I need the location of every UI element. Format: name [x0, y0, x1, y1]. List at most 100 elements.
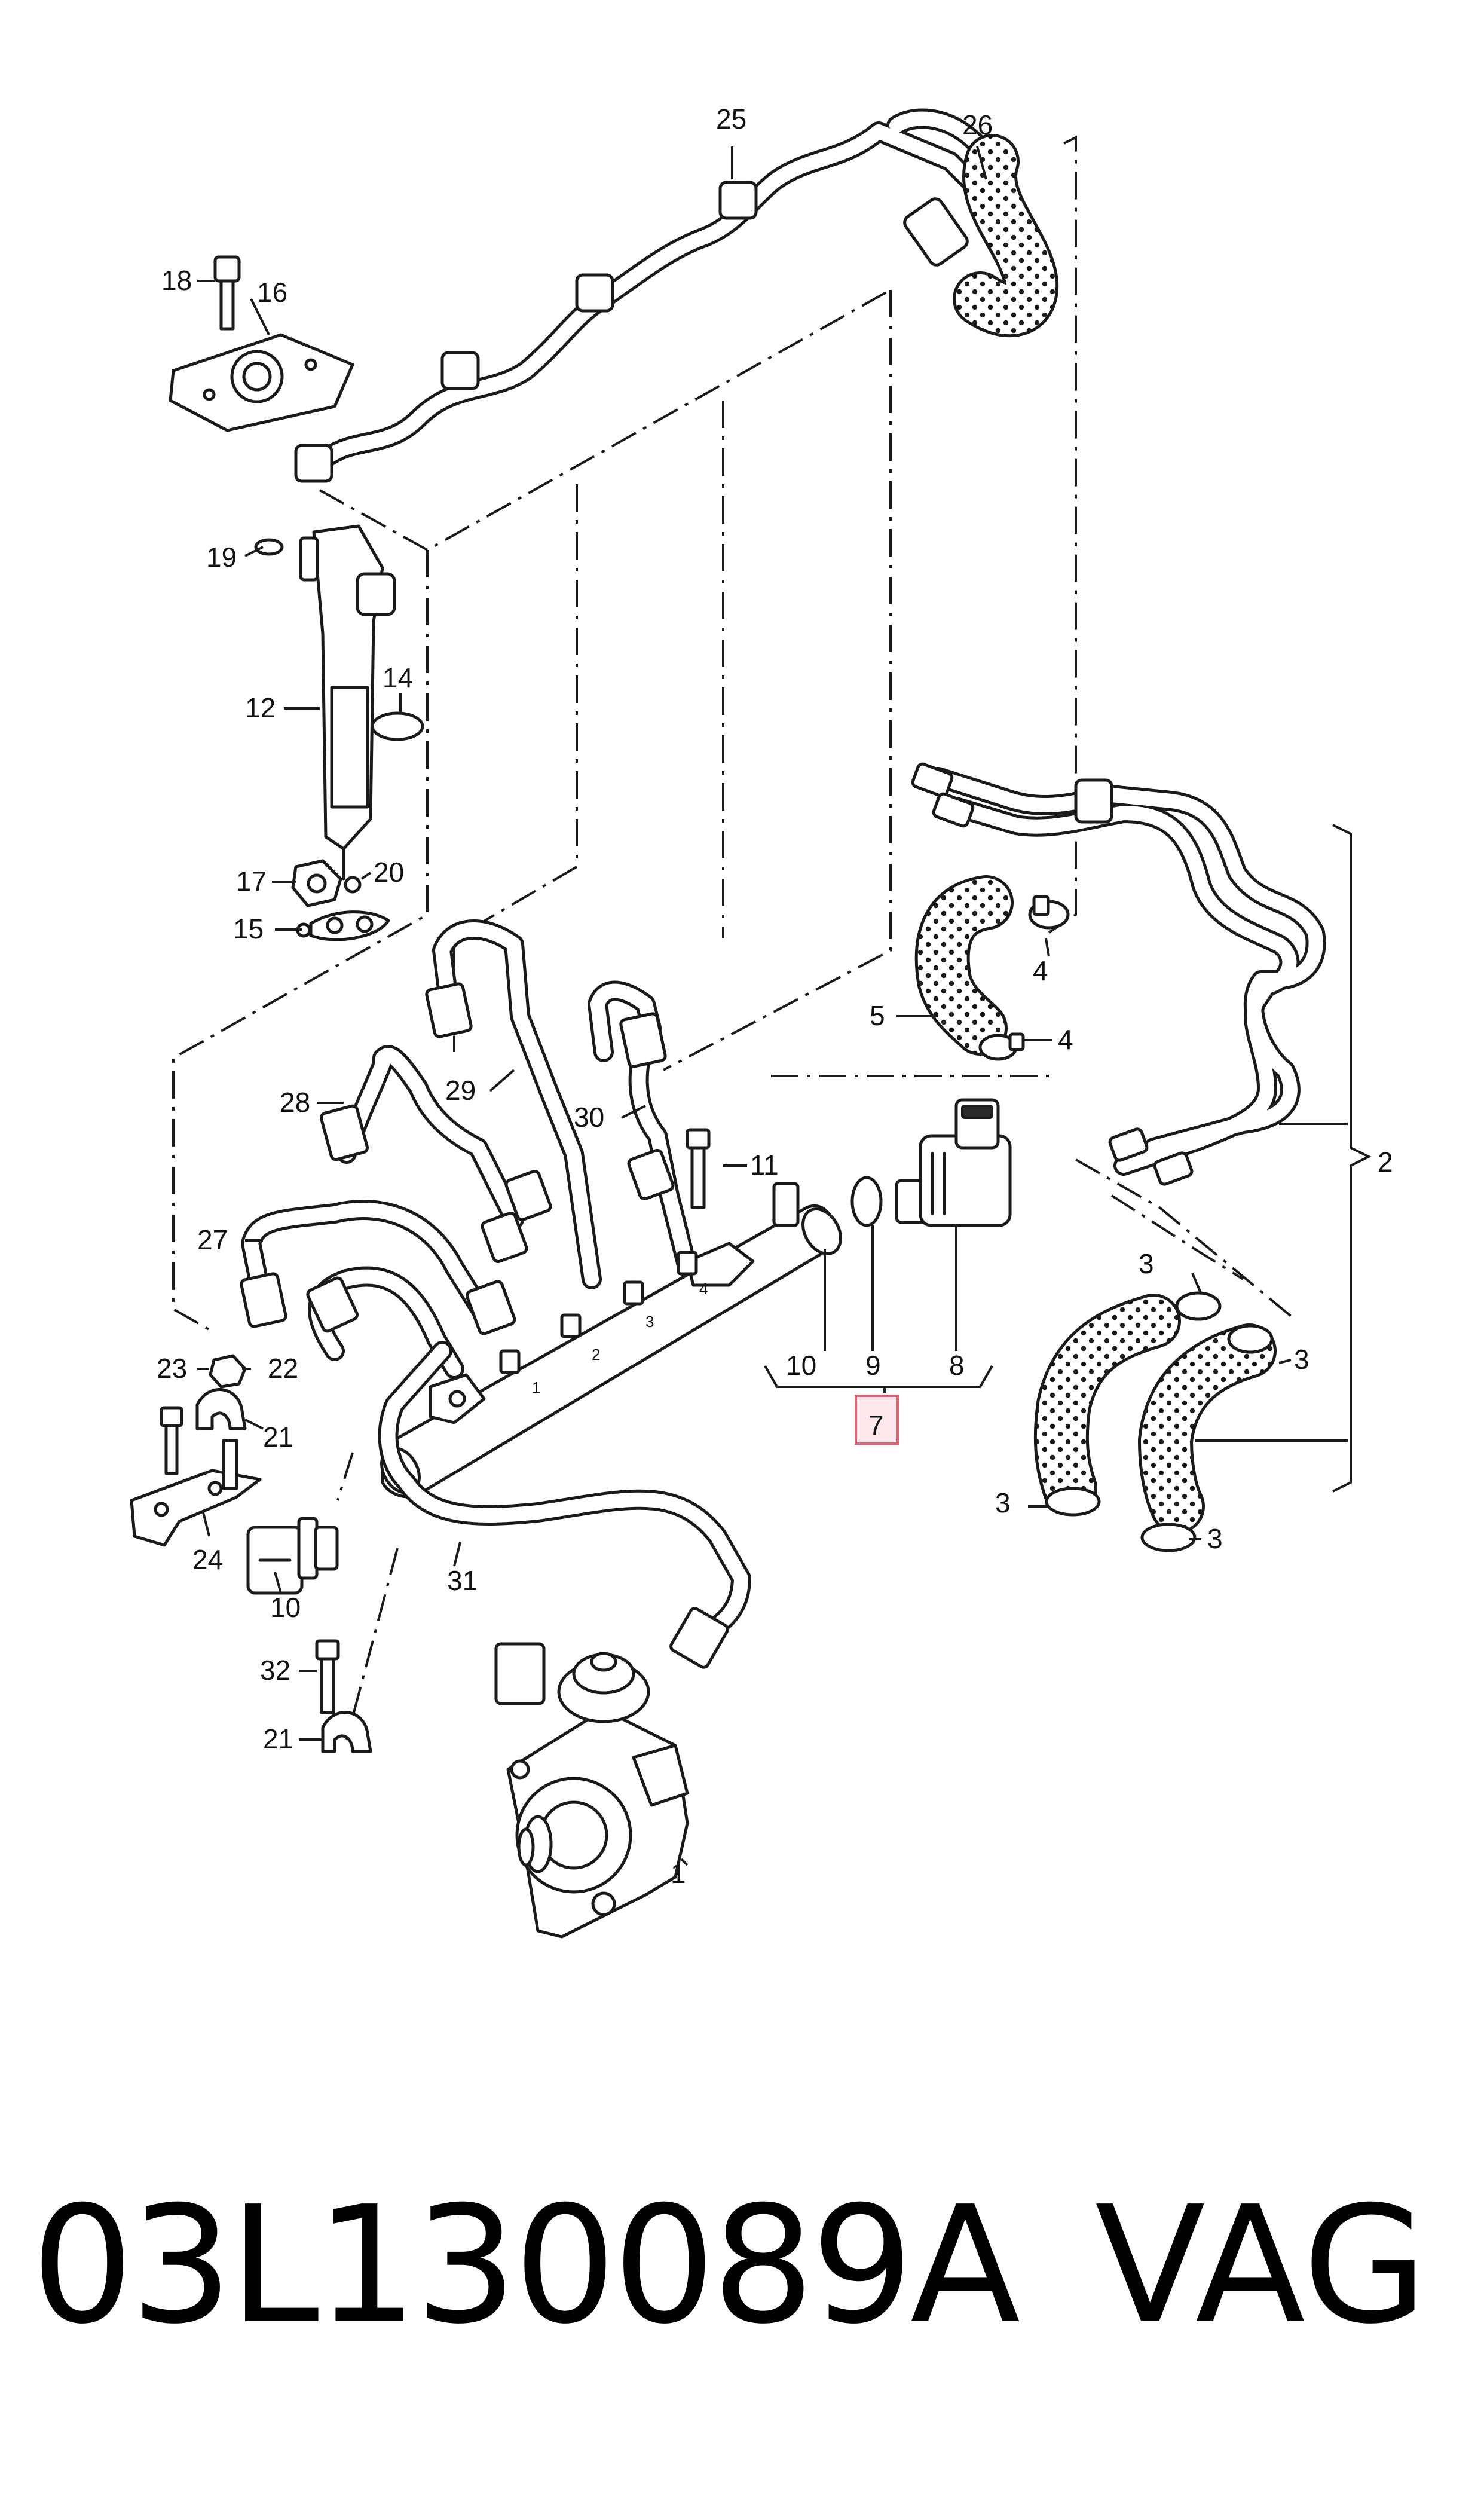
- washer-20: [344, 876, 362, 894]
- callout-labels: 1 2 3 3 3 3 4 4 5 7 8 9 10 10 11 12 14 1…: [157, 103, 1393, 1889]
- label-4-a: 4: [1033, 955, 1048, 986]
- clamp-4-lower: [978, 1032, 1025, 1061]
- bolt-23: [160, 1406, 183, 1475]
- clip-21-upper: [195, 1388, 247, 1430]
- coolant-pipe-end-1: [911, 762, 954, 798]
- label-2: 2: [1378, 1147, 1393, 1178]
- label-22: 22: [268, 1353, 298, 1384]
- label-29: 29: [445, 1075, 476, 1106]
- return-line-connector-4: [718, 181, 758, 220]
- rail-mount-bracket-2: [686, 1242, 755, 1287]
- part-number-caption: 03L130089A: [31, 2171, 1020, 2359]
- label-8: 8: [949, 1350, 965, 1381]
- cylinder-mark-3: 3: [645, 1313, 654, 1331]
- injector-return-stub: [299, 536, 319, 582]
- o-ring-19: [254, 538, 284, 556]
- label-27: 27: [197, 1224, 228, 1255]
- label-3-c: 3: [995, 1487, 1011, 1518]
- label-17: 17: [236, 866, 267, 897]
- cylinder-mark-4: 4: [699, 1280, 708, 1298]
- label-20: 20: [374, 857, 404, 888]
- rail-nut-29: [504, 1169, 552, 1222]
- coolant-pipe-bracket: [1074, 778, 1113, 824]
- injector-connector: [356, 572, 396, 616]
- label-11: 11: [750, 1150, 779, 1181]
- rail-nut-30: [627, 1148, 675, 1201]
- label-16: 16: [257, 277, 287, 308]
- label-9: 9: [865, 1350, 881, 1381]
- label-23: 23: [157, 1353, 187, 1384]
- injector-lines: [240, 919, 697, 1379]
- label-21-lower: 21: [263, 1723, 293, 1754]
- leader-lines: [197, 146, 1372, 1866]
- hose-26: [953, 134, 1059, 338]
- cylinder-mark-1: 1: [532, 1378, 540, 1396]
- injector-12: [299, 524, 396, 881]
- label-30: 30: [574, 1102, 604, 1133]
- temperature-sensor-10: [246, 1517, 339, 1595]
- label-12: 12: [245, 692, 276, 723]
- label-7: 7: [868, 1410, 884, 1441]
- label-3-a: 3: [1139, 1248, 1154, 1279]
- gasket-plate-16: [169, 333, 354, 432]
- cylinder-marks: 1 2 3 4: [532, 1280, 708, 1396]
- coolant-pipe-end-4: [1153, 1151, 1194, 1186]
- label-31: 31: [447, 1565, 478, 1596]
- label-10-rail: 10: [786, 1350, 816, 1381]
- assembly-guide-lines: [172, 135, 1298, 1740]
- clamp-4-upper: [1028, 895, 1070, 930]
- o-ring-9: [850, 1176, 883, 1227]
- label-4-b: 4: [1058, 1024, 1073, 1055]
- stud-bolt: [222, 1439, 238, 1490]
- label-26: 26: [962, 109, 993, 140]
- highlight-box-7: [855, 1395, 899, 1445]
- fuel-feed-line-31: [378, 1341, 751, 1669]
- return-line-connector-1: [294, 444, 333, 483]
- pump-valve-connector: [494, 1642, 546, 1705]
- nut-22: [209, 1354, 247, 1389]
- line-29-nut: [425, 982, 473, 1038]
- label-3-d: 3: [1207, 1523, 1223, 1554]
- clamp-15: [296, 910, 390, 941]
- label-18: 18: [161, 265, 192, 296]
- coolant-pipe-end-3: [1108, 1127, 1149, 1162]
- bracket-24: [130, 1469, 262, 1547]
- rail-port-1: [499, 1349, 521, 1374]
- line-28-nut: [320, 1104, 369, 1161]
- return-line-connector-2: [440, 351, 480, 390]
- label-1: 1: [671, 1858, 686, 1889]
- high-pressure-pump-1: [494, 1642, 689, 1939]
- pressure-regulator-8: [895, 1098, 1012, 1227]
- label-14: 14: [383, 662, 413, 693]
- rail-return-port: [772, 1182, 800, 1227]
- label-25: 25: [716, 103, 746, 134]
- line-27-nut: [240, 1272, 287, 1328]
- bolt-18: [213, 255, 241, 331]
- rail-port-3: [623, 1280, 644, 1306]
- hoses-3: [1033, 1294, 1277, 1534]
- bolt-11: [686, 1128, 711, 1209]
- label-19: 19: [206, 542, 237, 573]
- label-15: 15: [233, 913, 264, 944]
- bolt-32: [315, 1639, 340, 1714]
- rail-port-2: [560, 1313, 582, 1338]
- feed-line-nut: [669, 1607, 729, 1669]
- rail-nut-1: [465, 1280, 516, 1335]
- label-10-sensor: 10: [270, 1592, 301, 1623]
- coolant-pipe-end-2: [932, 792, 975, 828]
- return-line-connector-3: [575, 273, 614, 313]
- rail-end-nut-27: [306, 1276, 359, 1333]
- line-30-nut: [619, 1012, 667, 1068]
- return-line-end-fitting: [903, 197, 969, 267]
- label-32: 32: [260, 1655, 290, 1686]
- cylinder-mark-2: 2: [592, 1346, 600, 1364]
- coolant-pipes-2: [911, 762, 1326, 1186]
- brand-caption: VAG: [1095, 2171, 1428, 2359]
- hose-5: [914, 875, 1014, 1056]
- seal-ring-14: [371, 711, 424, 741]
- return-fuel-line: [294, 108, 1026, 483]
- label-21-upper: 21: [263, 1421, 293, 1453]
- label-24: 24: [192, 1544, 223, 1575]
